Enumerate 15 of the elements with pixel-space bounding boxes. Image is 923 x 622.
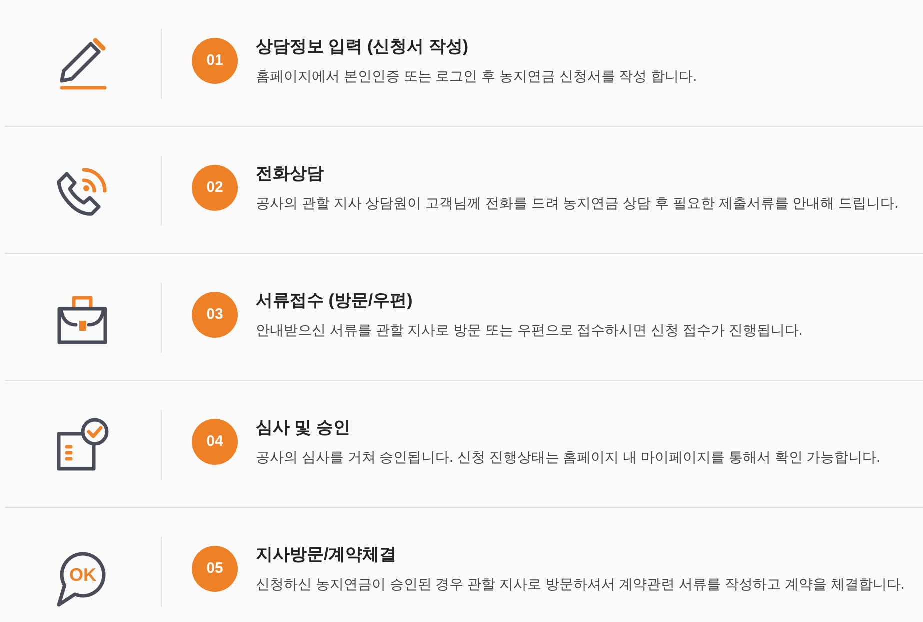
step-number: 03 [192, 292, 238, 338]
step-description: 공사의 관할 지사 상담원이 고객님께 전화를 드려 농지연금 상담 후 필요한 제출서류를 안내해 드립니다. [256, 194, 898, 213]
step-title: 지사방문/계약체결 [256, 544, 397, 566]
step-title: 전화상담 [256, 163, 324, 185]
step-description: 공사의 심사를 거쳐 승인됩니다. 신청 진행상태는 홈페이지 내 마이페이지를 통해서 확인 가능합니다. [256, 448, 881, 467]
step-number: 01 [192, 38, 238, 84]
step-description: 홈페이지에서 본인인증 또는 로그인 후 농지연금 신청서를 작성 합니다. [256, 67, 698, 86]
step-number: 05 [192, 546, 238, 592]
step-description: 안내받으신 서류를 관할 지사로 방문 또는 우편으로 접수하시면 신청 접수가 진행됩니다. [256, 321, 803, 340]
step-description: 신청하신 농지연금이 승인된 경우 관할 지사로 방문하셔서 계약관련 서류를 작성하고 계약을 체결합니다. [256, 575, 905, 594]
step-title: 서류접수 (방문/우편) [256, 290, 413, 312]
step-number: 04 [192, 419, 238, 465]
step-title: 상담정보 입력 (신청서 작성) [256, 36, 468, 58]
step-title: 심사 및 승인 [256, 417, 350, 439]
step-number: 02 [192, 165, 238, 211]
